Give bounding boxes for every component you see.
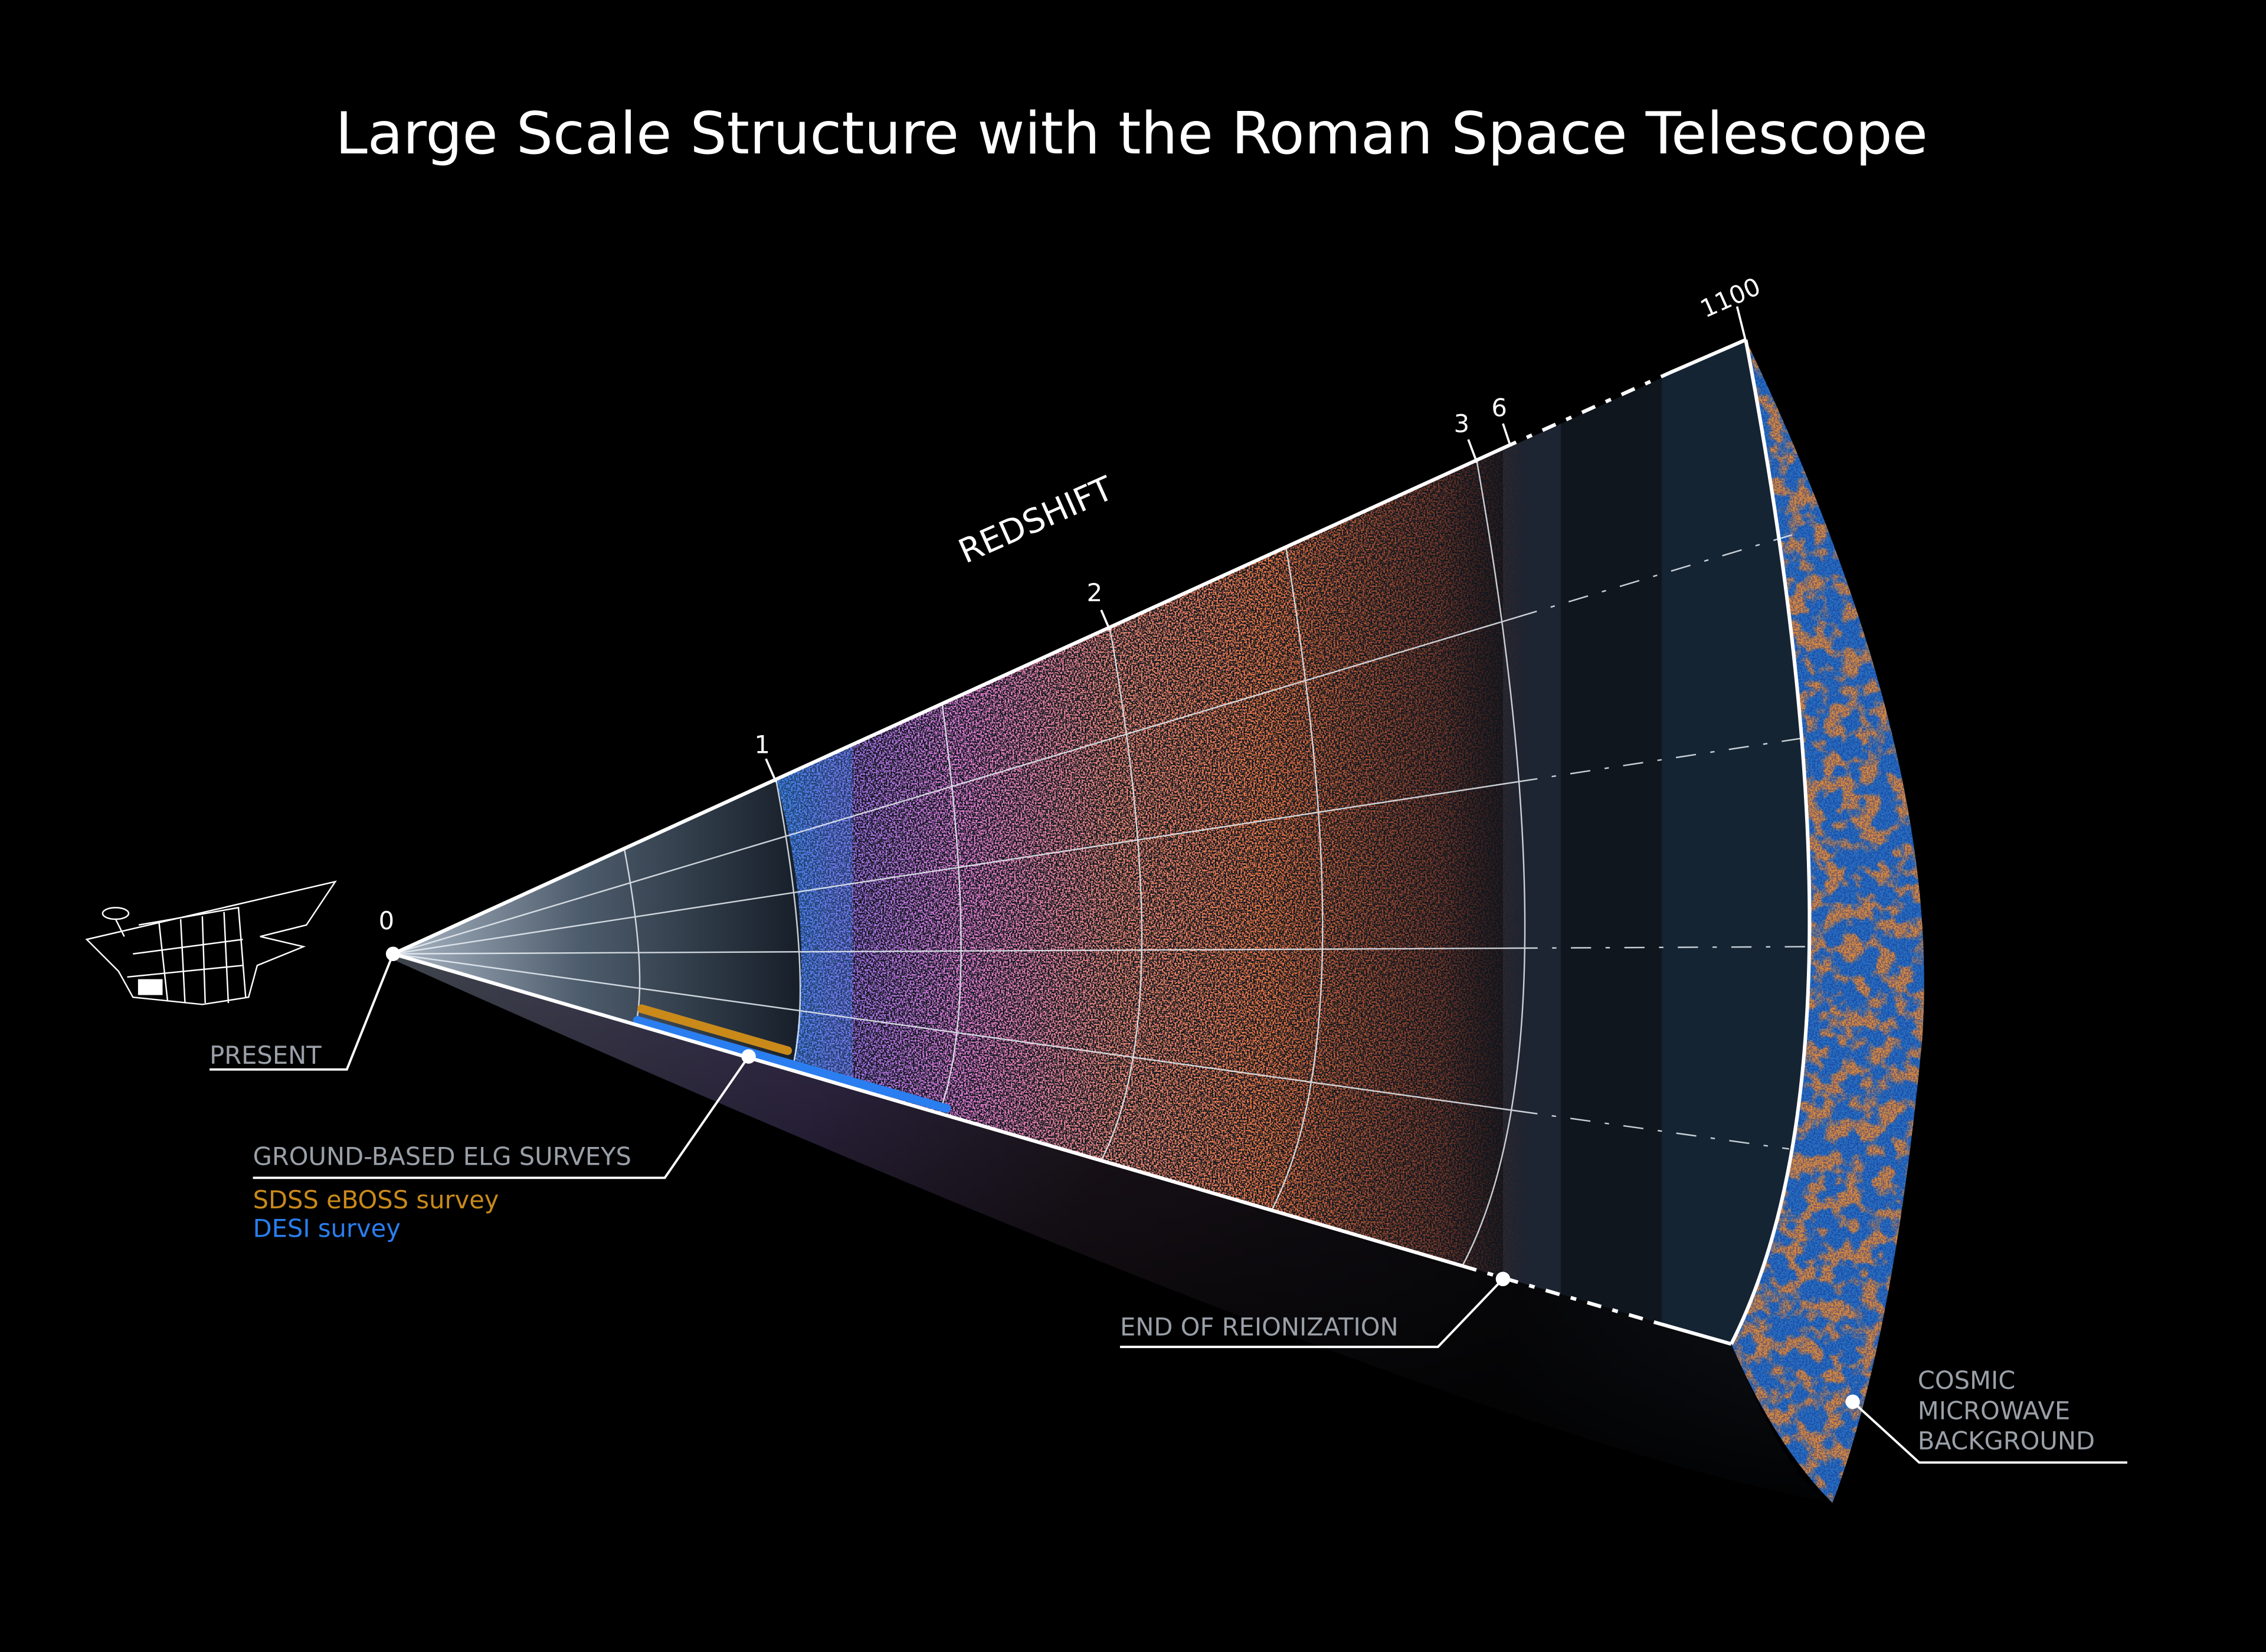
callout-dots <box>385 946 1860 1410</box>
redshift-arc <box>1271 548 1324 1211</box>
tick-label-1: 1 <box>754 730 769 759</box>
tick-label-2: 2 <box>1087 578 1102 607</box>
callout-lines <box>209 953 2127 1464</box>
tick-label-3: 3 <box>1454 409 1469 438</box>
tick-label-6: 6 <box>1491 394 1507 422</box>
diagram-title: Large Scale Structure with the Roman Spa… <box>335 100 1928 168</box>
label-cmb-3: BACKGROUND <box>1918 1427 2095 1456</box>
label-ground-surveys: GROUND-BASED ELG SURVEYS <box>253 1142 631 1171</box>
cone-underside <box>393 953 1833 1503</box>
label-cmb-2: MICROWAVE <box>1918 1396 2070 1425</box>
tick-label-0: 0 <box>379 906 394 935</box>
label-reionization: END OF REIONIZATION <box>1120 1312 1399 1341</box>
radial-line <box>393 947 1518 955</box>
legend-desi: DESI survey <box>253 1214 401 1243</box>
radial-line-dashed <box>1517 534 1793 618</box>
legend-sdss: SDSS eBOSS survey <box>253 1185 499 1214</box>
label-cmb-1: COSMIC <box>1918 1366 2016 1395</box>
redshift-ticks <box>765 306 1747 783</box>
sdss-survey-bar <box>637 1004 793 1056</box>
redshift-arc <box>775 779 801 1071</box>
roman-telescope-icon <box>85 880 337 1005</box>
label-present: PRESENT <box>209 1041 322 1070</box>
desi-survey-bar <box>633 1016 951 1113</box>
redshift-arc <box>1101 628 1143 1161</box>
redshift-arc <box>1462 461 1526 1266</box>
redshift-arc <box>938 704 962 1114</box>
radial-line-dashed <box>1517 1110 1790 1150</box>
radial-line <box>392 781 1518 955</box>
radial-line <box>392 953 1518 1112</box>
radial-line <box>392 616 1518 955</box>
tick-label-1100: 1100 <box>1696 271 1765 323</box>
cone-edges <box>392 338 1812 1346</box>
axis-label-redshift: REDSHIFT <box>953 469 1119 571</box>
